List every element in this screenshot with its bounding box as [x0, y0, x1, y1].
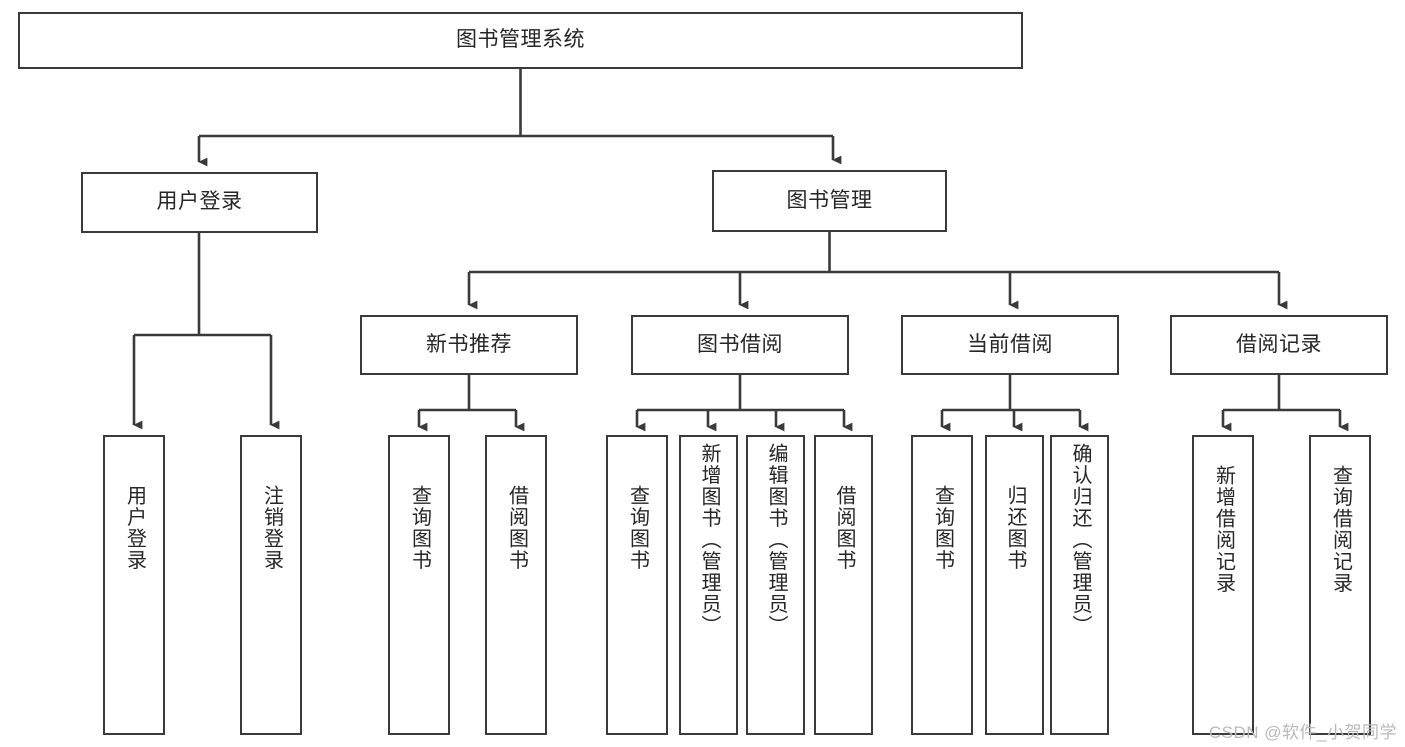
node-borrow-record-label: 借阅记录	[1236, 332, 1322, 356]
node-root-label: 图书管理系统	[456, 28, 585, 52]
node-book-borrow-label: 图书借阅	[697, 332, 783, 356]
node-book-manage[interactable]: 图书管理	[712, 170, 947, 232]
node-leaf-confirm-return[interactable]: 确认归还（管理员）	[1050, 435, 1109, 735]
node-leaf-add-record[interactable]: 新增借阅记录	[1192, 435, 1254, 735]
node-user-login-label: 用户登录	[156, 190, 243, 214]
node-leaf-query-record-label: 查询借阅记录	[1329, 465, 1352, 594]
node-leaf-query-book-1-label: 查询图书	[408, 485, 431, 571]
node-leaf-query-book-1[interactable]: 查询图书	[388, 435, 450, 735]
node-current-borrow-label: 当前借阅	[967, 332, 1053, 356]
node-leaf-borrow-book-2-label: 借阅图书	[833, 485, 855, 571]
node-leaf-add-record-label: 新增借阅记录	[1212, 465, 1235, 594]
node-leaf-edit-book[interactable]: 编辑图书（管理员）	[746, 435, 805, 735]
node-leaf-logout[interactable]: 注销登录	[240, 435, 302, 735]
node-leaf-return-book-label: 归还图书	[1004, 485, 1026, 571]
node-leaf-return-book[interactable]: 归还图书	[985, 435, 1044, 735]
node-leaf-confirm-return-label: 确认归还（管理员）	[1069, 443, 1091, 637]
node-leaf-borrow-book-1[interactable]: 借阅图书	[485, 435, 547, 735]
node-leaf-add-book[interactable]: 新增图书（管理员）	[679, 435, 738, 735]
node-user-login[interactable]: 用户登录	[81, 172, 318, 233]
node-leaf-query-book-2-label: 查询图书	[626, 485, 649, 571]
node-leaf-logout-label: 注销登录	[260, 485, 283, 571]
node-current-borrow[interactable]: 当前借阅	[901, 315, 1119, 375]
node-book-borrow[interactable]: 图书借阅	[631, 315, 849, 375]
node-leaf-query-book-3-label: 查询图书	[931, 485, 954, 571]
node-leaf-query-book-3[interactable]: 查询图书	[911, 435, 973, 735]
node-borrow-record[interactable]: 借阅记录	[1170, 315, 1388, 375]
node-leaf-edit-book-label: 编辑图书（管理员）	[765, 443, 787, 637]
node-leaf-user-login[interactable]: 用户登录	[103, 435, 165, 735]
node-book-manage-label: 图书管理	[786, 188, 873, 212]
node-new-book-rec[interactable]: 新书推荐	[360, 315, 578, 375]
node-leaf-query-book-2[interactable]: 查询图书	[606, 435, 668, 735]
node-root[interactable]: 图书管理系统	[18, 12, 1023, 69]
csdn-watermark: CSDN @软件_小贺同学	[1208, 723, 1397, 742]
node-leaf-query-record[interactable]: 查询借阅记录	[1309, 435, 1371, 735]
node-leaf-user-login-label: 用户登录	[123, 485, 146, 571]
node-leaf-borrow-book-2[interactable]: 借阅图书	[814, 435, 873, 735]
node-leaf-add-book-label: 新增图书（管理员）	[698, 443, 720, 637]
node-leaf-borrow-book-1-label: 借阅图书	[505, 485, 528, 571]
node-new-book-rec-label: 新书推荐	[426, 332, 512, 356]
